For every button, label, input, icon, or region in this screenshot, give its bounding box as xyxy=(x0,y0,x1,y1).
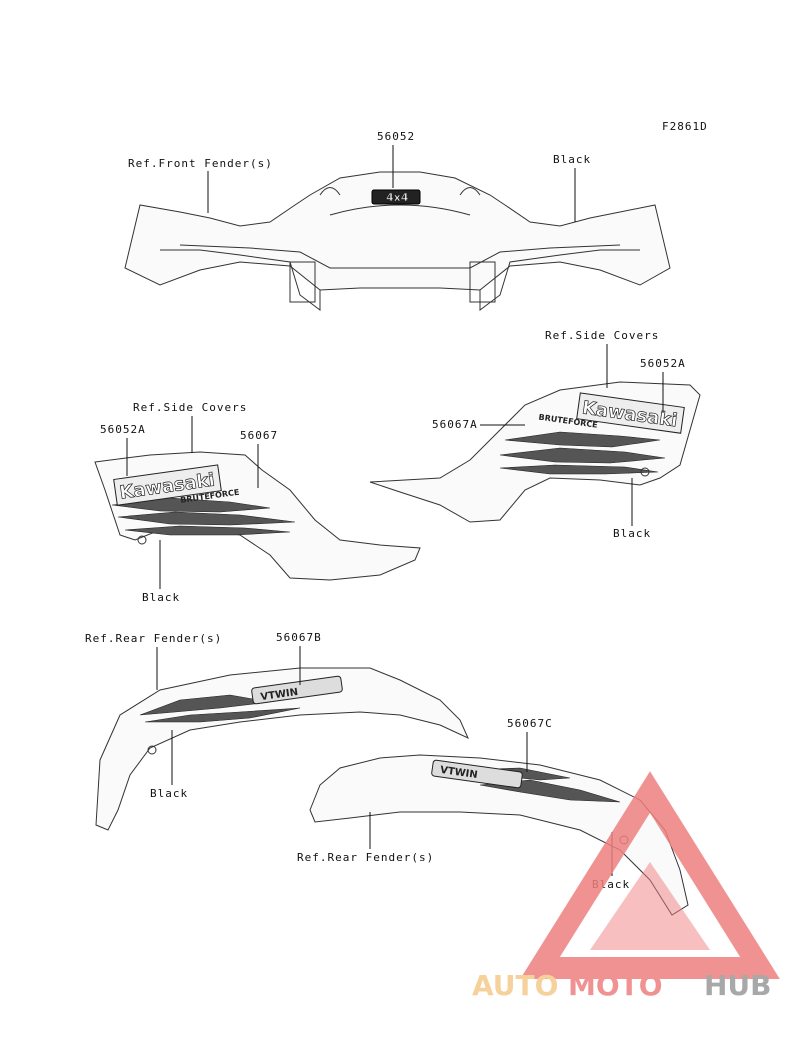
label-56067: 56067 xyxy=(240,429,278,442)
front-fender-right-well xyxy=(479,249,640,311)
right-cover-grommet xyxy=(640,467,650,477)
decal-vtwin-lower-text: VTWIN xyxy=(439,765,478,781)
right-cover-stripe-1 xyxy=(504,431,661,448)
label-56052A-right: 56052A xyxy=(640,357,686,370)
front-fender-inner xyxy=(179,244,621,269)
label-side-covers-left: Ref.Side Covers xyxy=(133,401,247,414)
rear-fender-upper-group: VTWIN xyxy=(95,667,469,831)
label-rear-fender-lower: Ref.Rear Fender(s) xyxy=(297,851,434,864)
left-side-cover-group: Kawasaki BRUTEFORCE xyxy=(94,451,421,581)
decal-kawasaki-left xyxy=(113,464,222,506)
label-56067C: 56067C xyxy=(507,717,553,730)
front-fender-body xyxy=(124,171,671,291)
label-black-left: Black xyxy=(142,591,180,604)
front-fender-lamp-left xyxy=(319,187,341,196)
right-side-cover-group: Kawasaki BRUTEFORCE xyxy=(369,381,701,523)
front-fender-lamp-right xyxy=(459,187,481,196)
right-cover-stripe-3 xyxy=(499,464,659,475)
decal-vtwin-upper-text: VTWIN xyxy=(260,687,299,703)
watermark-hub: HUB xyxy=(704,969,772,1002)
decal-vtwin-lower xyxy=(431,759,523,789)
left-cover-stripe-2 xyxy=(117,511,296,526)
rear-upper-grommet xyxy=(147,745,157,755)
front-fender-group: 4x4 xyxy=(124,171,671,311)
label-black-right: Black xyxy=(613,527,651,540)
label-56052A-left: 56052A xyxy=(100,423,146,436)
left-cover-grommet xyxy=(137,535,147,545)
decal-4x4 xyxy=(371,189,421,205)
right-cover-stripe-2 xyxy=(499,447,666,464)
label-black-rear-left: Black xyxy=(150,787,188,800)
label-56067A: 56067A xyxy=(432,418,478,431)
label-side-covers-right: Ref.Side Covers xyxy=(545,329,659,342)
label-black-front: Black xyxy=(553,153,591,166)
left-cover-stripe-3 xyxy=(124,525,291,536)
front-fender-center-ridge xyxy=(329,204,471,216)
rear-fender-lower-group: VTWIN xyxy=(309,754,689,916)
front-fender-bracket-left xyxy=(289,261,316,303)
watermark-auto: AUTO xyxy=(472,969,558,1002)
front-fender-bracket-right xyxy=(469,261,496,303)
figure-code: F2861D xyxy=(662,120,708,133)
label-front-fender: Ref.Front Fender(s) xyxy=(128,157,273,170)
decal-vtwin-upper xyxy=(251,675,343,705)
watermark-triangle-outer xyxy=(520,771,780,979)
watermark-logo: AUTO MOTO HUB xyxy=(472,771,780,1002)
watermark-triangle-inner xyxy=(590,862,710,950)
label-56052: 56052 xyxy=(377,130,415,143)
watermark-moto: MOTO xyxy=(568,969,663,1002)
label-56067B: 56067B xyxy=(276,631,322,644)
decal-4x4-text: 4x4 xyxy=(386,191,409,204)
decal-kawasaki-right xyxy=(576,392,685,434)
label-rear-fender-upper: Ref.Rear Fender(s) xyxy=(85,632,222,645)
rear-upper-stripe-2 xyxy=(144,707,301,723)
